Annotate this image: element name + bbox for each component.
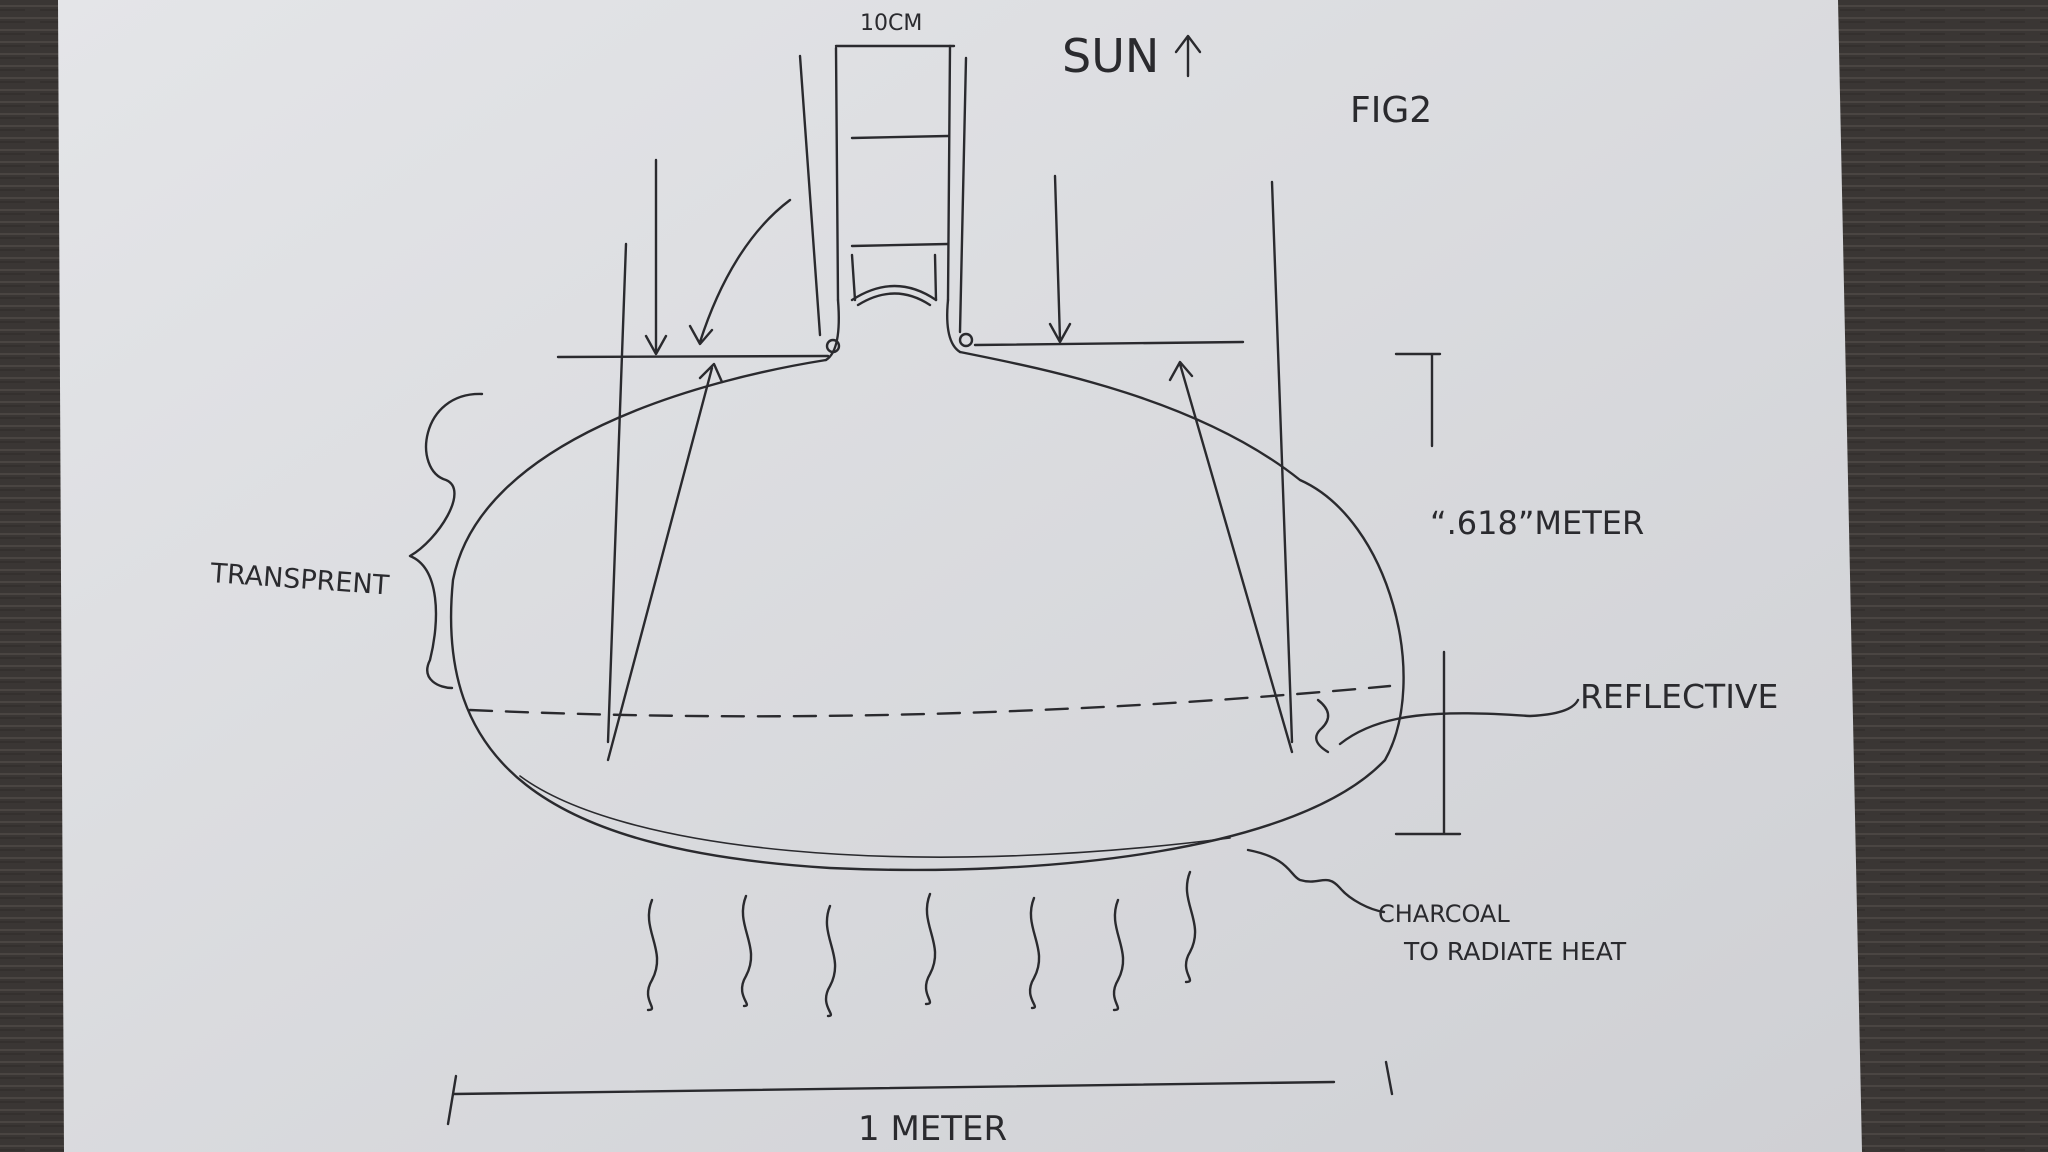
sun-label: SUN — [1062, 29, 1159, 83]
height-label: “.618”METER — [1430, 504, 1644, 542]
charcoal-label-line2: TO RADIATE HEAT — [1403, 937, 1627, 966]
charcoal-label-line1: CHARCOAL — [1378, 900, 1510, 928]
tube-width-label: 10CM — [860, 11, 922, 36]
figure-label: FIG2 — [1350, 90, 1432, 131]
reflective-label: REFLECTIVE — [1580, 677, 1778, 716]
width-label: 1 METER — [858, 1109, 1007, 1149]
aperture-line-left — [558, 356, 828, 357]
